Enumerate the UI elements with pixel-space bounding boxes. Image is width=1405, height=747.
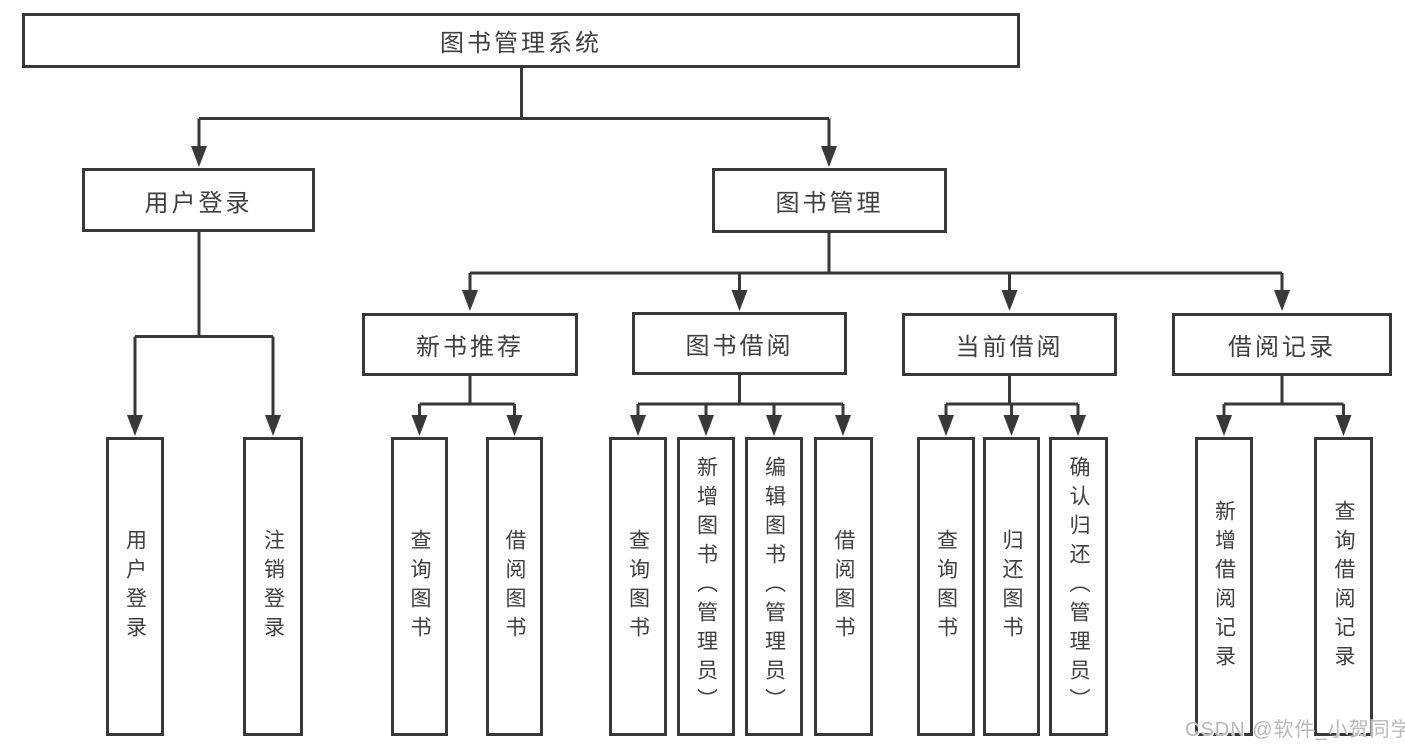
arrow-down-icon xyxy=(731,290,748,311)
arrow-down-icon xyxy=(265,415,281,436)
connector xyxy=(630,375,851,436)
arrow-down-icon xyxy=(462,290,478,311)
node-label: 用户登录 xyxy=(144,189,253,217)
csdn-watermark: CSDN @软件_小贺同学 xyxy=(1185,719,1405,741)
arrow-down-icon xyxy=(1335,415,1352,436)
node-label: 图书管理 xyxy=(775,190,884,217)
connector xyxy=(1216,376,1352,436)
connector xyxy=(127,232,281,436)
node-label: 用户登录 xyxy=(123,528,147,645)
arrow-down-icon xyxy=(1003,415,1020,436)
leaf-borrow-books-recommend: 借阅图书 xyxy=(486,437,543,736)
arrow-down-icon xyxy=(630,415,646,436)
node-label: 编辑图书（管理员） xyxy=(762,456,786,717)
node-label: 借阅图书 xyxy=(832,528,855,645)
arrow-down-icon xyxy=(938,415,954,436)
node-label: 查询图书 xyxy=(408,528,431,645)
node-borrow-records: 借阅记录 xyxy=(1172,313,1392,376)
node-new-book-recommend: 新书推荐 xyxy=(362,313,578,376)
connector xyxy=(191,68,837,167)
connector xyxy=(411,376,523,436)
node-label: 查询图书 xyxy=(626,528,650,645)
arrow-down-icon xyxy=(1001,290,1018,311)
arrow-down-icon xyxy=(127,415,143,436)
connector xyxy=(938,376,1086,436)
leaf-add-borrow-record: 新增借阅记录 xyxy=(1195,437,1253,736)
arrow-down-icon xyxy=(1070,415,1086,436)
leaf-add-books-admin: 新增图书（管理员） xyxy=(677,437,735,736)
node-label: 图书借阅 xyxy=(685,333,794,360)
leaf-query-borrow-record: 查询借阅记录 xyxy=(1314,437,1373,736)
leaf-edit-books-admin: 编辑图书（管理员） xyxy=(745,437,803,736)
leaf-user-login: 用户登录 xyxy=(106,437,164,736)
node-label: 注销登录 xyxy=(261,528,285,645)
arrow-down-icon xyxy=(506,415,523,436)
node-book-management: 图书管理 xyxy=(712,168,947,233)
leaf-logout: 注销登录 xyxy=(243,437,303,736)
node-label: 当前借阅 xyxy=(955,334,1064,361)
node-current-borrowing: 当前借阅 xyxy=(902,313,1117,376)
arrow-down-icon xyxy=(835,415,851,436)
node-label: 确认归还（管理员） xyxy=(1067,456,1090,717)
node-label: 新增图书（管理员） xyxy=(694,456,718,717)
node-label: 图书管理系统 xyxy=(440,30,602,57)
connector xyxy=(462,233,1290,311)
node-book-borrowing: 图书借阅 xyxy=(632,312,847,375)
arrow-down-icon xyxy=(1216,415,1232,436)
node-label: 借阅记录 xyxy=(1228,334,1336,361)
node-root-system: 图书管理系统 xyxy=(22,13,1020,68)
leaf-query-books-borrowing: 查询图书 xyxy=(609,437,667,736)
leaf-query-books-recommend: 查询图书 xyxy=(391,437,448,736)
arrow-down-icon xyxy=(698,415,714,436)
leaf-borrow-books-borrowing: 借阅图书 xyxy=(814,437,873,736)
node-label: 查询图书 xyxy=(934,528,958,645)
leaf-return-books: 归还图书 xyxy=(983,437,1040,736)
arrow-down-icon xyxy=(191,146,207,167)
arrow-down-icon xyxy=(821,146,837,167)
leaf-confirm-return-admin: 确认归还（管理员） xyxy=(1049,437,1108,736)
arrow-down-icon xyxy=(766,415,782,436)
arrow-down-icon xyxy=(1274,290,1290,311)
node-label: 新书推荐 xyxy=(416,334,524,361)
leaf-query-books-current: 查询图书 xyxy=(917,437,975,736)
node-label: 新增借阅记录 xyxy=(1212,499,1236,674)
node-user-login: 用户登录 xyxy=(82,168,315,232)
arrow-down-icon xyxy=(411,415,428,436)
node-label: 归还图书 xyxy=(1000,528,1023,645)
node-label: 查询借阅记录 xyxy=(1332,499,1355,674)
node-label: 借阅图书 xyxy=(503,528,526,645)
